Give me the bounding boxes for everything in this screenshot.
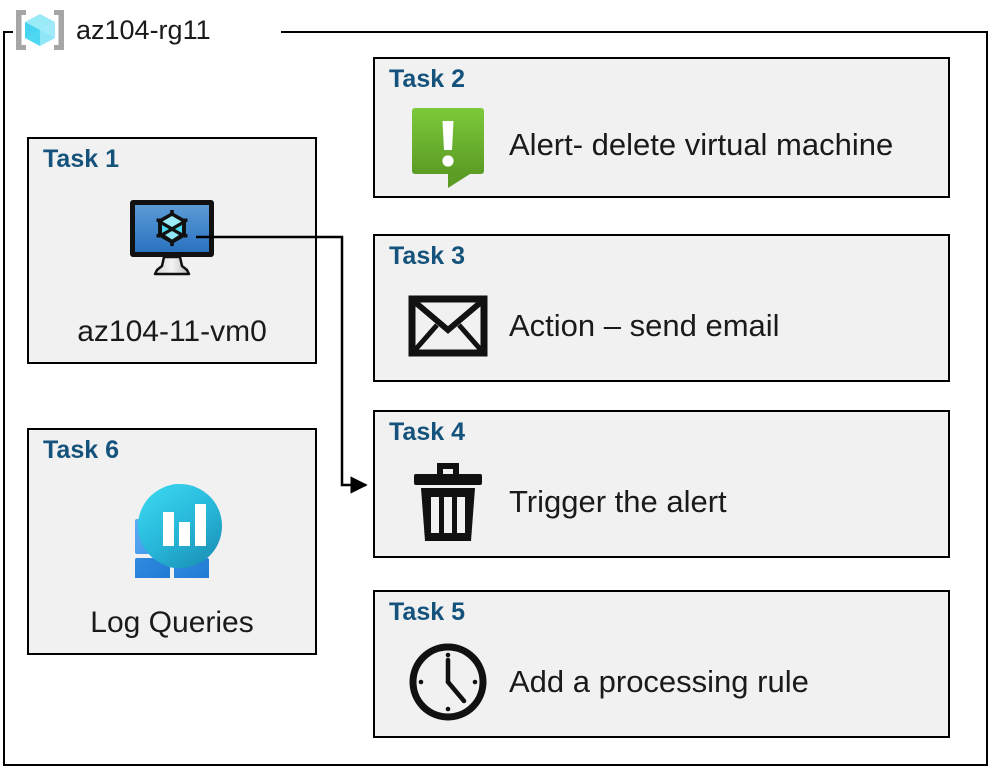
task-card-1[interactable]: Task 1 (27, 137, 317, 364)
clock-icon (403, 642, 493, 722)
resource-group-title: az104-rg11 (76, 14, 211, 45)
task-6-label: Log Queries (90, 606, 254, 639)
task-3-label: Action – send email (509, 307, 780, 343)
virtual-machine-icon (29, 191, 315, 283)
task-5-label: Add a processing rule (509, 663, 809, 699)
azure-resource-group-icon (12, 6, 68, 54)
task-4-label: Trigger the alert (509, 483, 727, 519)
envelope-icon (403, 286, 493, 366)
resource-group-header: az104-rg11 (12, 6, 211, 54)
task-card-6[interactable]: Task 6 (27, 428, 317, 655)
task-4-title: Task 4 (389, 418, 465, 446)
task-card-5[interactable]: Task 5 Add a processing rule (373, 590, 950, 738)
task-5-title: Task 5 (389, 598, 465, 626)
log-analytics-icon (29, 480, 315, 578)
task-3-title: Task 3 (389, 242, 465, 270)
frame-title-gap (13, 31, 281, 57)
task-6-title: Task 6 (43, 436, 119, 464)
task-1-label: az104-11-vm0 (77, 315, 267, 348)
task-1-title: Task 1 (43, 145, 119, 173)
task-2-title: Task 2 (389, 65, 465, 93)
task-2-label: Alert- delete virtual machine (509, 127, 894, 163)
alert-bubble-icon (403, 106, 493, 188)
task-card-2[interactable]: Task 2 (373, 57, 950, 198)
task-card-3[interactable]: Task 3 Action – send email (373, 234, 950, 382)
trash-can-icon (403, 462, 493, 542)
resource-group-frame (3, 31, 988, 766)
task-card-4[interactable]: Task 4 Trigger the alert (373, 410, 950, 558)
